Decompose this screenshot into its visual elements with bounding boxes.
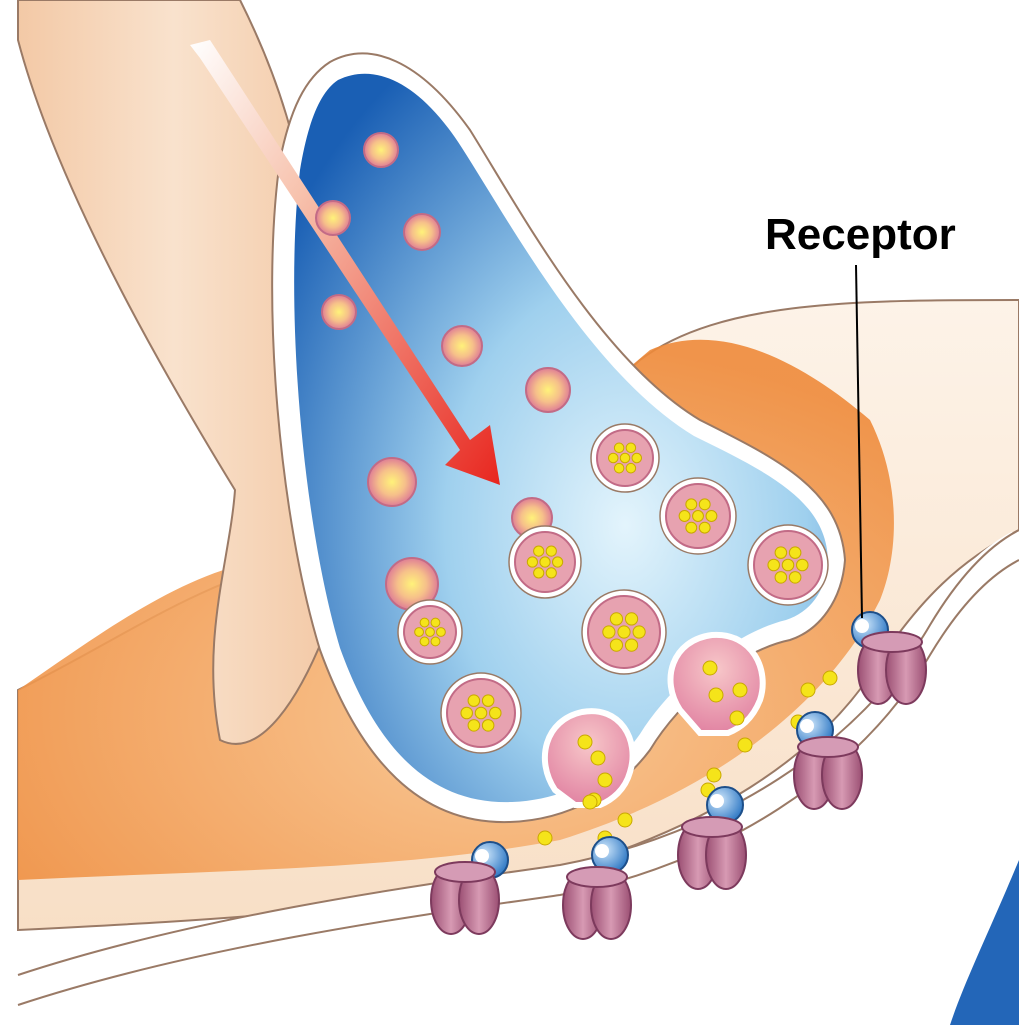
neurotransmitter-molecule (686, 522, 697, 533)
receptor-label: Receptor (765, 210, 956, 260)
synaptic-vesicle (316, 201, 350, 235)
neurotransmitter-molecule (738, 738, 752, 752)
neurotransmitter-molecule (578, 735, 592, 749)
neurotransmitter-molecule (538, 831, 552, 845)
neurotransmitter-molecule (709, 688, 723, 702)
neurotransmitter-molecule (420, 637, 429, 646)
neurotransmitter-molecule (632, 453, 642, 463)
neurotransmitter-molecule (415, 628, 424, 637)
synaptic-vesicle (660, 478, 736, 554)
neurotransmitter-molecule (823, 671, 837, 685)
fusion-pod (545, 711, 633, 805)
neurotransmitter-molecule (610, 639, 622, 651)
neurotransmitter-molecule (527, 557, 537, 567)
synaptic-vesicle (368, 458, 416, 506)
neurotransmitter-molecule (534, 546, 544, 556)
neurotransmitter-molecule (468, 695, 480, 707)
synaptic-vesicle (442, 326, 482, 366)
neurotransmitter-molecule (620, 453, 630, 463)
neurotransmitter-molecule (546, 546, 556, 556)
neurotransmitter-molecule (699, 522, 710, 533)
neurotransmitter-molecule (583, 795, 597, 809)
synaptic-vesicle (526, 368, 570, 412)
neurotransmitter-molecule (707, 768, 721, 782)
ion-channel (431, 862, 499, 934)
synaptic-vesicle (322, 295, 356, 329)
neurotransmitter-molecule (610, 613, 622, 625)
neurotransmitter-molecule (468, 720, 480, 732)
neurotransmitter-molecule (461, 707, 473, 719)
neurotransmitter-molecule (591, 751, 605, 765)
neurotransmitter-molecule (730, 711, 744, 725)
neurotransmitter-molecule (699, 499, 710, 510)
synaptic-vesicle (582, 590, 666, 674)
synaptic-vesicle (748, 525, 828, 605)
neurotransmitter-molecule (625, 639, 637, 651)
neurotransmitter-molecule (703, 661, 717, 675)
neurotransmitter-molecule (614, 463, 624, 473)
neurotransmitter-molecule (614, 443, 624, 453)
neurotransmitter-molecule (625, 613, 637, 625)
synaptic-vesicle (364, 133, 398, 167)
neurotransmitter-molecule (789, 547, 801, 559)
neurotransmitter-molecule (420, 618, 429, 627)
neurotransmitter-molecule (789, 572, 801, 584)
neurotransmitter-molecule (797, 559, 809, 571)
neurotransmitter-molecule (775, 547, 787, 559)
neurotransmitter-molecule (431, 637, 440, 646)
neurotransmitter-molecule (626, 463, 636, 473)
neurotransmitter-molecule (633, 626, 645, 638)
neurotransmitter-molecule (553, 557, 563, 567)
ion-channel (563, 867, 631, 939)
neurotransmitter-molecule (618, 626, 630, 638)
neurotransmitter-molecule (679, 511, 690, 522)
neurotransmitter-molecule (482, 720, 494, 732)
neurotransmitter-molecule (608, 453, 618, 463)
ion-channel (678, 817, 746, 889)
fusion-pod (670, 635, 762, 733)
synaptic-vesicle (398, 600, 462, 664)
neurotransmitter-molecule (618, 813, 632, 827)
neurotransmitter-molecule (546, 568, 556, 578)
neurotransmitter-molecule (686, 499, 697, 510)
synaptic-vesicle (509, 526, 581, 598)
neurotransmitter-molecule (431, 618, 440, 627)
synaptic-vesicle (404, 214, 440, 250)
neurotransmitter-molecule (693, 511, 704, 522)
corner-neuron (950, 860, 1019, 1025)
synaptic-vesicle (591, 424, 659, 492)
neurotransmitter-molecule (733, 683, 747, 697)
neurotransmitter-molecule (801, 683, 815, 697)
neurotransmitter-molecule (490, 707, 502, 719)
neurotransmitter-molecule (475, 707, 487, 719)
neurotransmitter-molecule (768, 559, 780, 571)
neurotransmitter-molecule (782, 559, 794, 571)
neurotransmitter-molecule (482, 695, 494, 707)
neurotransmitter-molecule (603, 626, 615, 638)
neurotransmitter-molecule (706, 511, 717, 522)
neurotransmitter-molecule (775, 572, 787, 584)
ion-channel (794, 737, 862, 809)
neurotransmitter-molecule (598, 773, 612, 787)
neurotransmitter-molecule (426, 628, 435, 637)
synaptic-vesicle (441, 673, 521, 753)
neurotransmitter-molecule (437, 628, 446, 637)
neurotransmitter-molecule (626, 443, 636, 453)
neurotransmitter-molecule (534, 568, 544, 578)
ion-channel (858, 632, 926, 704)
neurotransmitter-molecule (540, 557, 550, 567)
